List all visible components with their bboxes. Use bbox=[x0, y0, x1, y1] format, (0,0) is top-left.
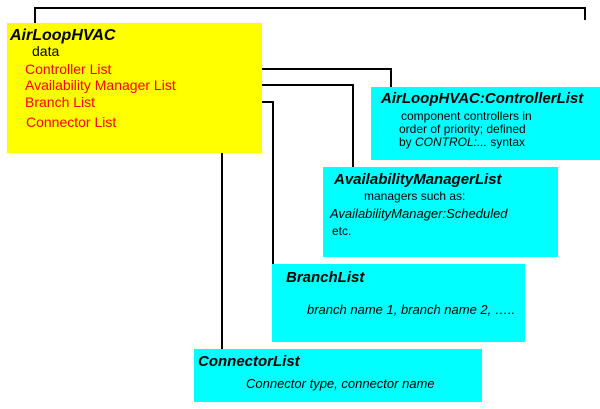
line-connector-list bbox=[137, 122, 223, 350]
controllerlist-line1: component controllers in bbox=[401, 109, 532, 123]
connectorlist-title: ConnectorList bbox=[198, 353, 300, 370]
controllerlist-line3: by CONTROL:... syntax bbox=[399, 135, 526, 149]
airloophvac-data-label: data bbox=[32, 43, 60, 59]
field-connector-list: Connector List bbox=[26, 114, 117, 130]
branchlist-title: BranchList bbox=[286, 269, 365, 286]
controllerlist-box bbox=[371, 87, 600, 160]
availabilitymanagerlist-title: AvailabilityManagerList bbox=[334, 171, 502, 188]
airloophvac-box bbox=[7, 23, 262, 153]
controllerlist-line3-prefix: by bbox=[399, 135, 416, 149]
field-availability-manager-list: Availability Manager List bbox=[25, 77, 176, 93]
availabilitymanagerlist-box bbox=[323, 167, 558, 257]
availabilitymanagerlist-line1: managers such as: bbox=[364, 189, 466, 203]
availabilitymanagerlist-line3: etc. bbox=[332, 224, 352, 238]
field-controller-list: Controller List bbox=[25, 61, 112, 77]
line-airloop-top-loop bbox=[34, 7, 586, 23]
controllerlist-line3-control-syntax: CONTROL:... bbox=[415, 135, 488, 149]
branchlist-line1: branch name 1, branch name 2, ….. bbox=[307, 302, 516, 317]
branchlist-box bbox=[272, 264, 525, 342]
connectorlist-line1: Connector type, connector name bbox=[246, 376, 435, 391]
availabilitymanagerlist-line2: AvailabilityManager:Scheduled bbox=[330, 206, 508, 221]
connectorlist-box bbox=[194, 349, 482, 402]
controllerlist-title: AirLoopHVAC:ControllerList bbox=[381, 90, 584, 107]
controllerlist-line3-suffix: syntax bbox=[487, 135, 526, 149]
airloophvac-title: AirLoopHVAC bbox=[10, 27, 116, 44]
controllerlist-line2: order of priority; defined bbox=[399, 122, 526, 136]
field-branch-list: Branch List bbox=[25, 94, 96, 110]
